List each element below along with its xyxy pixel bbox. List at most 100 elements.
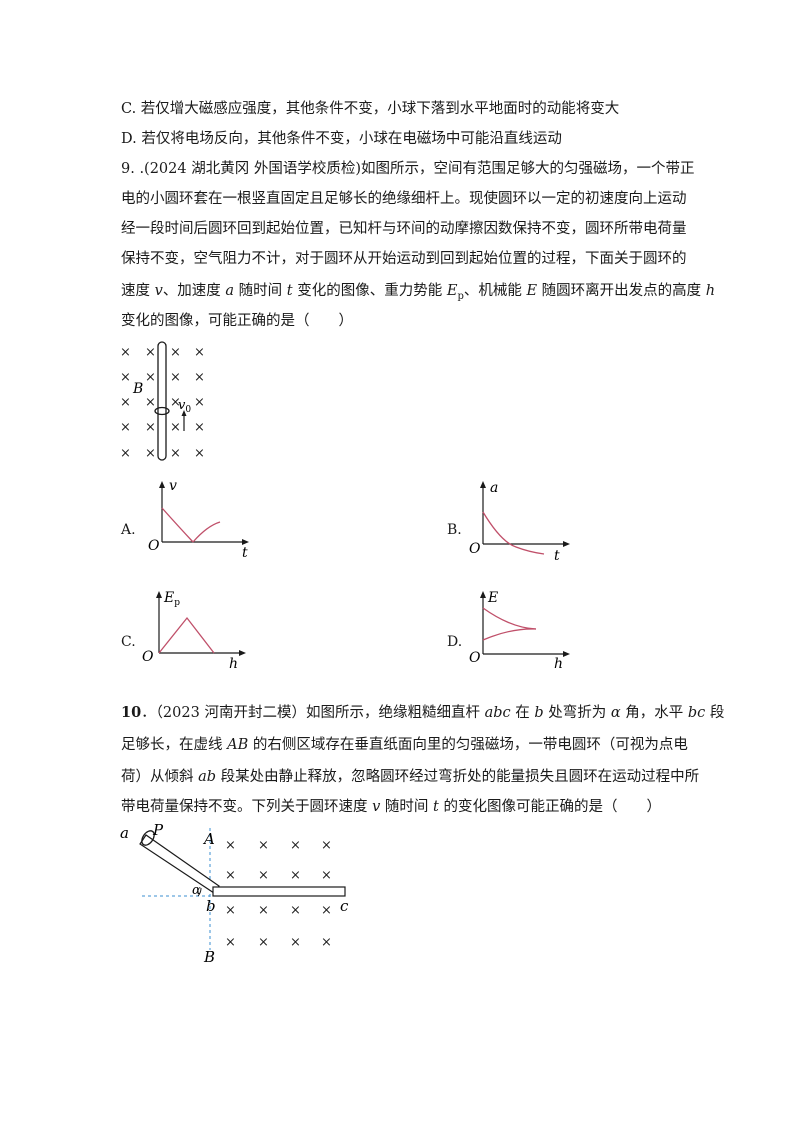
q9-graph-b: a t O — [469, 480, 570, 564]
cross: × — [170, 446, 181, 461]
point-a-label: a — [120, 824, 129, 842]
cross: × — [120, 395, 131, 410]
q9-graph-d: E h O — [469, 590, 570, 672]
cross: × — [194, 345, 205, 360]
velocity-sub: 0 — [185, 405, 191, 415]
q10-text: 角，水平 — [620, 705, 688, 721]
cross: × — [225, 868, 236, 883]
q9-text: 随时间 — [234, 283, 287, 299]
q10-line-3: 荷）从倾斜 ab 段某处由静止释放，忽略圆环经过弯折处的能量损失且圆环在运动过程… — [121, 767, 699, 787]
y-arrow — [480, 481, 486, 488]
symbol-a: a — [225, 283, 235, 299]
x-arrow — [563, 651, 570, 657]
q9-option-d-label: D. — [447, 634, 463, 650]
cross: × — [290, 903, 301, 918]
x-arrow — [242, 539, 249, 545]
q9-graph-a: v t O — [148, 478, 249, 561]
small-ring — [154, 406, 170, 416]
y-label: Ep — [163, 590, 180, 608]
q10-text: 荷）从倾斜 — [121, 769, 199, 785]
angle-alpha-label: α — [192, 883, 201, 898]
cross: × — [290, 868, 301, 883]
point-B-label: B — [203, 948, 215, 966]
q10-number: 10 — [121, 704, 142, 721]
cross: × — [120, 370, 131, 385]
origin-label: O — [148, 538, 160, 554]
q8-option-d: D. 若仅将电场反向，其他条件不变，小球在电磁场中可能沿直线运动 — [121, 131, 562, 147]
q9-text: 、加速度 — [162, 283, 226, 299]
symbol-v: v — [154, 283, 163, 299]
cross: × — [194, 395, 205, 410]
cross: × — [170, 395, 181, 410]
q10-text: 段 — [705, 705, 725, 721]
q9-line-1: 9. .(2024 湖北黄冈 外国语学校质检)如图所示，空间有范围足够大的匀强磁… — [121, 161, 695, 177]
symbol-ep-sub: p — [457, 290, 464, 302]
q10-field-crosses: × × × × × × × × × × × × × × × × — [225, 838, 332, 950]
velocity-label: v0 — [178, 398, 191, 415]
cross: × — [225, 838, 236, 853]
insulating-rod — [157, 341, 167, 461]
y-label: v — [169, 478, 177, 494]
q9-option-a-label: A. — [121, 522, 136, 538]
q9-text: 变化的图像、重力势能 — [292, 283, 447, 299]
cross: × — [258, 838, 269, 853]
q10-text: 在 — [510, 705, 535, 721]
y-symbol: E — [163, 590, 174, 606]
cross: × — [145, 345, 156, 360]
x-label: t — [554, 548, 560, 564]
angle-arc — [197, 887, 202, 897]
q9-line-5: 速度 v、加速度 a 随时间 t 变化的图像、重力势能 Ep、机械能 E 随圆环… — [121, 281, 715, 307]
symbol-v: v — [372, 799, 381, 815]
cross: × — [194, 446, 205, 461]
y-label: E — [487, 590, 498, 606]
point-b-label: b — [206, 897, 216, 915]
symbol-b: b — [534, 705, 544, 721]
cross: × — [120, 345, 131, 360]
symbol-e: E — [526, 283, 538, 299]
cross: × — [145, 370, 156, 385]
velocity-curve — [161, 507, 194, 543]
velocity-curve-return — [192, 521, 221, 543]
q9-line-6: 变化的图像，可能正确的是（ ） — [121, 313, 353, 329]
cross: × — [321, 838, 332, 853]
symbol-ep: E — [446, 283, 458, 299]
q9-rod-figure: × × × × × × × × × × × × × × × × × × × × … — [120, 341, 205, 461]
cross: × — [225, 903, 236, 918]
field-label: B — [132, 381, 143, 397]
cross: × — [290, 838, 301, 853]
cross: × — [258, 868, 269, 883]
origin-label: O — [469, 541, 481, 557]
q9-option-b-label: B. — [447, 522, 462, 538]
cross: × — [170, 370, 181, 385]
cross: × — [194, 370, 205, 385]
origin-label: O — [142, 649, 154, 665]
q10-text: 处弯折为 — [543, 705, 611, 721]
y-sub: p — [174, 598, 180, 608]
symbol-alpha: α — [610, 705, 621, 721]
cross: × — [321, 903, 332, 918]
mechanical-energy-upper — [482, 607, 537, 630]
cross: × — [145, 420, 156, 435]
point-c-label: c — [340, 897, 349, 915]
q10-text: 足够长，在虚线 — [121, 737, 228, 753]
q10-bent-rod-figure: × × × × × × × × × × × × × × × × a P A α … — [120, 821, 349, 966]
q8-option-c: C. 若仅增大磁感应强度，其他条件不变，小球下落到水平地面时的动能将变大 — [121, 101, 620, 117]
symbol-ab-line: AB — [227, 737, 249, 753]
q10-text: 的变化图像可能正确的是（ ） — [438, 799, 661, 815]
inclined-rod-ab — [139, 834, 220, 894]
symbol-t: t — [433, 799, 439, 815]
cross: × — [290, 935, 301, 950]
point-A-label: A — [202, 830, 215, 848]
cross: × — [145, 395, 156, 410]
cross: × — [145, 446, 156, 461]
cross: × — [321, 868, 332, 883]
q10-text: 带电荷量保持不变。下列关于圆环速度 — [121, 799, 373, 815]
q9-graph-c: Ep h O — [142, 590, 246, 672]
cross: × — [258, 903, 269, 918]
cross: × — [120, 420, 131, 435]
y-arrow — [480, 591, 486, 598]
x-label: h — [554, 656, 563, 672]
cross: × — [170, 420, 181, 435]
q9-text: 速度 — [121, 283, 155, 299]
cross: × — [170, 345, 181, 360]
